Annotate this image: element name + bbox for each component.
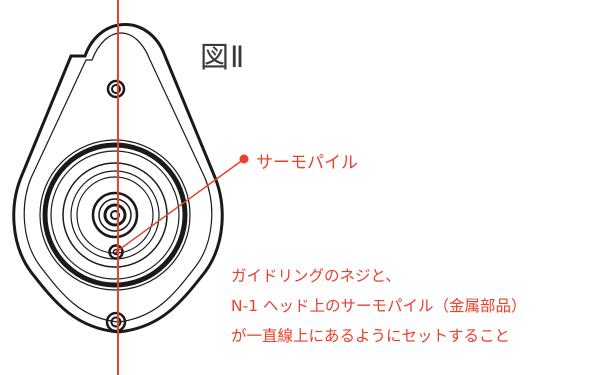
instruction-line-3: が一直線上にあるようにセットすること — [231, 327, 511, 345]
bottom-screw — [105, 311, 127, 333]
callout-leader-line — [115, 158, 245, 253]
thermopile-callout-label: サーモパイル — [256, 153, 358, 173]
instruction-line-1: ガイドリングのネジと、 — [231, 267, 401, 285]
top-screw — [106, 79, 126, 99]
thermopile-sensor — [91, 191, 139, 239]
callout-dot — [239, 154, 249, 164]
head-body-outline-inner — [23, 32, 213, 323]
instruction-text: ガイドリングのネジと、 N-1 ヘッド上のサーモパイル（金属部品） が一直線上に… — [231, 261, 601, 351]
head-body-outline-outer — [12, 23, 224, 334]
instruction-line-2: N-1 ヘッド上のサーモパイル（金属部品） — [231, 297, 527, 315]
figure-title: 図Ⅱ — [200, 40, 246, 74]
